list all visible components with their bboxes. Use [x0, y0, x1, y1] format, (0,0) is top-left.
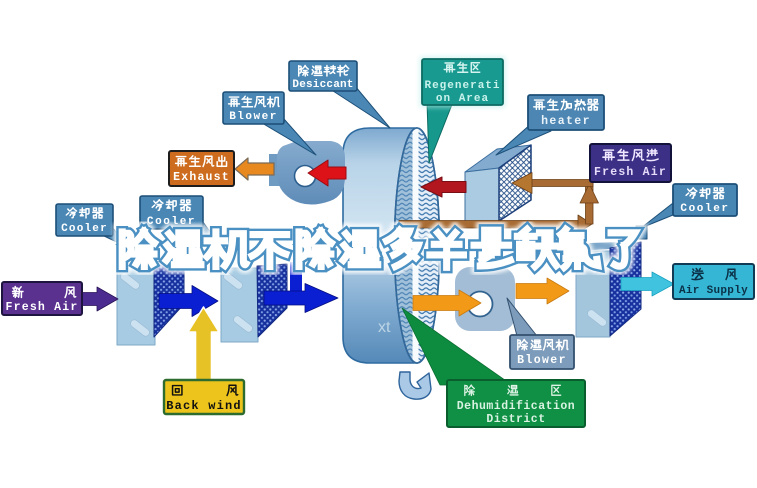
svg-text:Dehumidification: Dehumidification: [457, 400, 575, 413]
svg-text:Desiccant: Desiccant: [292, 79, 353, 91]
svg-text:Cooler: Cooler: [61, 223, 108, 235]
svg-text:Blower: Blower: [517, 354, 567, 367]
svg-text:District: District: [486, 413, 545, 426]
svg-text:Fresh Air: Fresh Air: [594, 166, 667, 179]
svg-text:Air Supply: Air Supply: [679, 285, 748, 297]
svg-text:Cooler: Cooler: [680, 203, 729, 215]
svg-text:xt: xt: [378, 319, 391, 336]
svg-text:on Area: on Area: [436, 93, 489, 105]
svg-text:Blower: Blower: [229, 111, 278, 123]
svg-text:Fresh Air: Fresh Air: [6, 301, 79, 314]
svg-text:heater: heater: [541, 115, 591, 128]
svg-text:Exhaust: Exhaust: [173, 171, 230, 184]
svg-text:Back wind: Back wind: [166, 399, 242, 413]
svg-text:Regenerati: Regenerati: [424, 80, 500, 92]
